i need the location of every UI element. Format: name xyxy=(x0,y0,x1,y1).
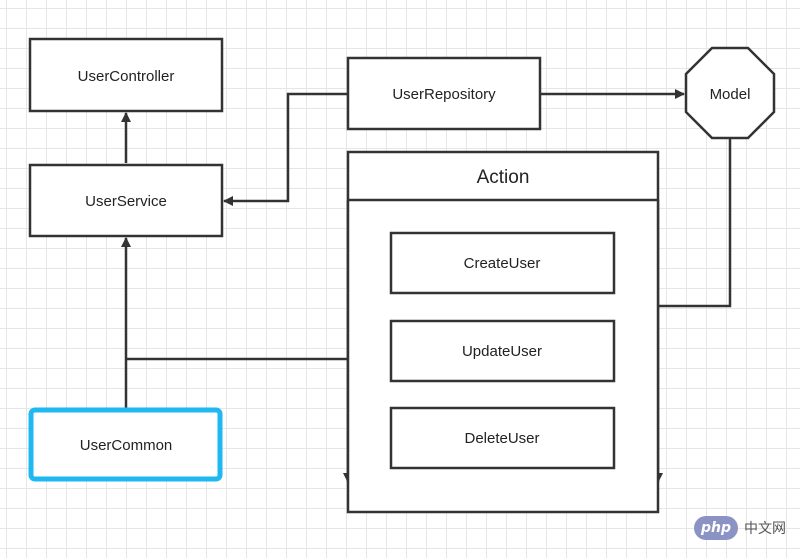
user-controller-label: UserController xyxy=(78,68,175,85)
user-common-node: UserCommon xyxy=(28,407,223,482)
delete-user-label: DeleteUser xyxy=(464,430,539,447)
create-user-label: CreateUser xyxy=(464,255,541,272)
update-user-label: UpdateUser xyxy=(462,343,542,360)
user-controller-node: UserController xyxy=(28,37,224,113)
model-label: Model xyxy=(710,86,751,103)
user-repository-label: UserRepository xyxy=(392,86,496,103)
create-user-node: CreateUser xyxy=(389,231,616,295)
php-logo-icon: php xyxy=(694,516,738,540)
delete-user-node: DeleteUser xyxy=(389,406,616,470)
watermark-text: 中文网 xyxy=(744,521,786,537)
user-common-label: UserCommon xyxy=(80,437,173,454)
user-service-node: UserService xyxy=(28,163,224,238)
action-title: Action xyxy=(477,167,530,188)
watermark: php 中文网 xyxy=(694,513,800,543)
connector-repository-to-service xyxy=(223,92,348,206)
user-repository-node: UserRepository xyxy=(346,56,542,131)
model-node: Model xyxy=(684,46,776,140)
user-service-label: UserService xyxy=(85,193,167,210)
connector-model-to-action xyxy=(658,138,732,308)
update-user-node: UpdateUser xyxy=(389,319,616,383)
